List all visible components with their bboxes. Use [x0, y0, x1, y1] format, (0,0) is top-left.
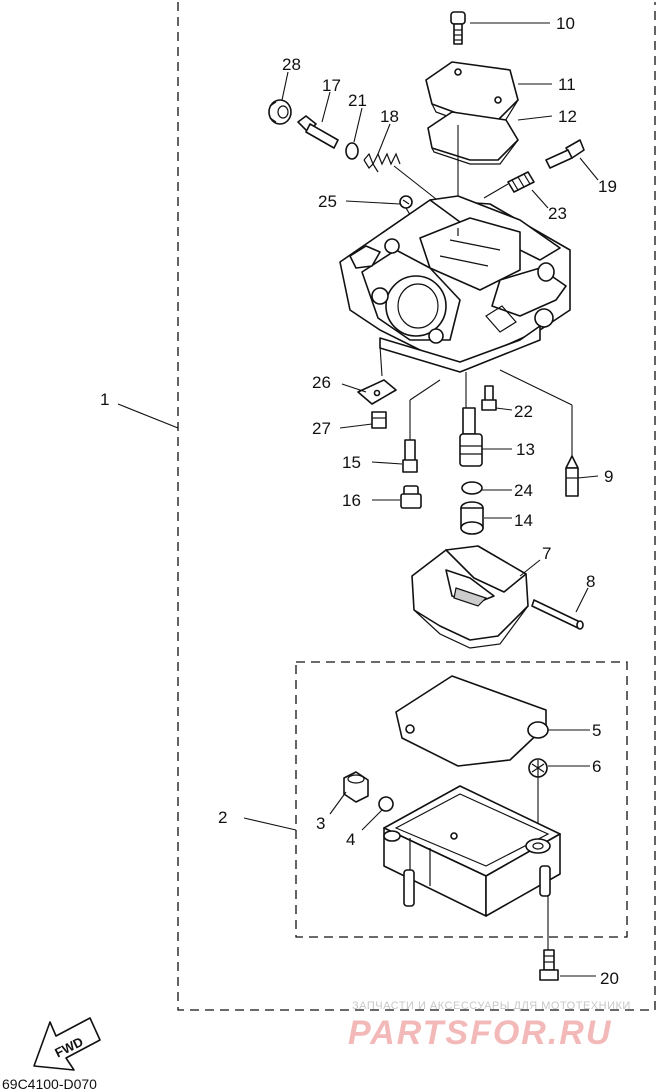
part-jet-15	[402, 439, 418, 473]
part-screw-10	[450, 11, 466, 45]
callout-25: 25	[318, 192, 337, 211]
part-screw-25	[399, 195, 413, 219]
assembly-boundary-1	[177, 2, 656, 1011]
part-cap-28	[268, 99, 292, 125]
callout-13: 13	[516, 440, 535, 459]
callout-24: 24	[514, 481, 533, 500]
callout-7: 7	[542, 544, 551, 563]
callout-20: 20	[600, 969, 619, 988]
part-gasket-26	[357, 379, 397, 405]
callout-15: 15	[342, 453, 361, 472]
part-spring-23	[507, 171, 535, 193]
fwd-arrow-icon: FWD	[33, 1017, 101, 1071]
part-needle-9	[565, 455, 579, 497]
callout-17: 17	[322, 76, 341, 95]
part-pin-8	[531, 599, 584, 630]
callout-28: 28	[282, 55, 301, 74]
diagram-code: 69C4100-D070	[2, 1076, 97, 1092]
callout-21: 21	[348, 91, 367, 110]
part-screw-20	[539, 949, 559, 981]
callout-6: 6	[592, 757, 601, 776]
callout-23: 23	[548, 204, 567, 223]
part-plug-6	[528, 758, 548, 778]
part-screw-27	[371, 411, 387, 429]
callout-26: 26	[312, 373, 331, 392]
callout-14: 14	[514, 511, 533, 530]
callout-9: 9	[604, 467, 613, 486]
callout-12: 12	[558, 107, 577, 126]
callout-16: 16	[342, 491, 361, 510]
part-cover-plate-11	[425, 61, 519, 127]
part-jet-13	[459, 407, 483, 467]
callout-1: 1	[100, 390, 109, 409]
callout-2: 2	[218, 808, 227, 827]
part-drain-3	[343, 771, 369, 803]
assembly-boundary-2	[295, 661, 628, 938]
part-float-chamber	[383, 785, 561, 917]
callout-27: 27	[312, 419, 331, 438]
part-oring-24	[461, 481, 483, 495]
callout-19: 19	[598, 177, 617, 196]
callout-4: 4	[346, 830, 355, 849]
part-jet-14	[460, 501, 484, 535]
callout-8: 8	[586, 572, 595, 591]
part-oring-21	[345, 142, 359, 160]
part-screw-17	[297, 115, 339, 149]
callout-10: 10	[556, 14, 575, 33]
callout-5: 5	[592, 721, 601, 740]
part-washer-4	[378, 796, 394, 812]
callout-22: 22	[514, 402, 533, 421]
part-plug-22	[481, 385, 497, 411]
callout-18: 18	[380, 107, 399, 126]
part-screw-19	[545, 139, 585, 169]
part-float-7	[411, 545, 529, 649]
part-spring-18	[363, 152, 401, 173]
part-jet-16	[400, 485, 422, 509]
part-gasket-5	[395, 675, 549, 767]
watermark-caption: ЗАПЧАСТИ И АКСЕССУАРЫ ДЛЯ МОТОТЕХНИКИ	[352, 1000, 631, 1012]
callouts: 10 11 12 19 23 28 17 21 18 25 26 27 22 1…	[100, 14, 619, 988]
callout-11: 11	[558, 75, 576, 94]
watermark-logo: PARTSFOR.RU	[348, 1014, 612, 1052]
callout-3: 3	[316, 814, 325, 833]
part-gasket-12	[427, 111, 519, 165]
part-carburetor-body	[339, 195, 571, 373]
